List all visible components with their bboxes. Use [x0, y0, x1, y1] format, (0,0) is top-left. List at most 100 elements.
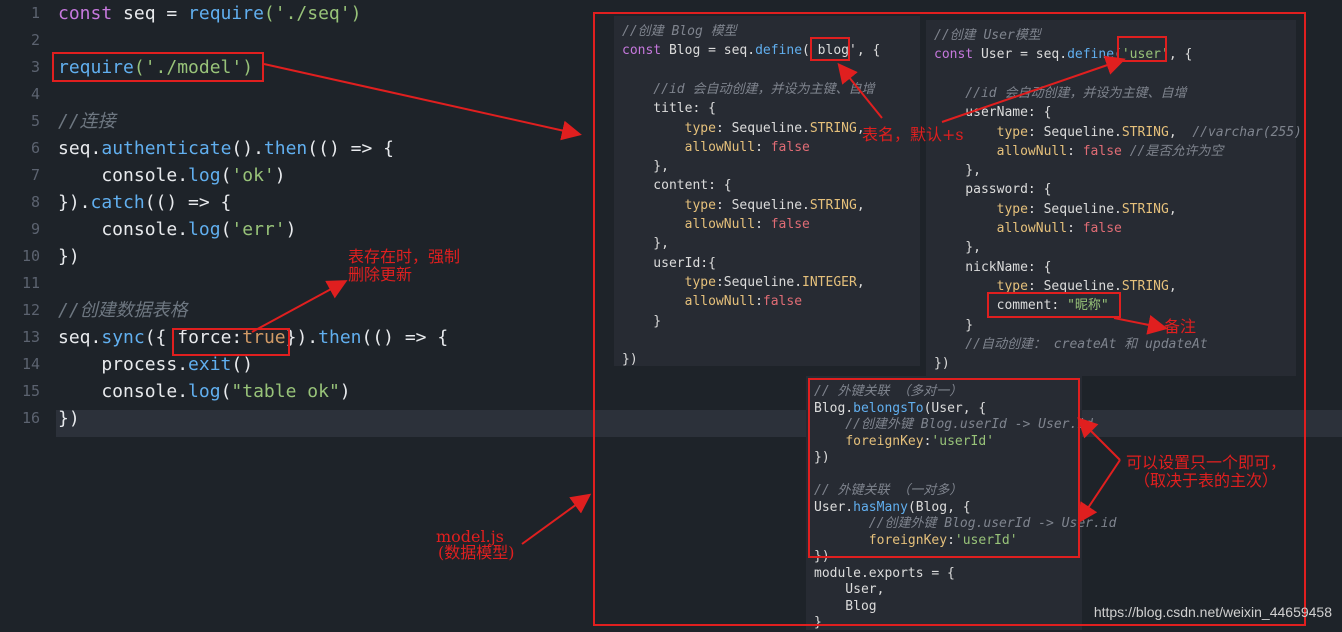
function-name: require	[58, 57, 134, 78]
blog-model-code-panel[interactable]: //创建 Blog 模型 const Blog = seq.define( blo…	[614, 16, 920, 368]
line-number: 3	[30, 58, 40, 76]
association-code-panel[interactable]: // 外键关联 （多对一）Blog.belongsTo(User, { //创建…	[806, 376, 1116, 630]
panel-code-line[interactable]: type: Sequeline.STRING, //varchar(255)	[996, 124, 1302, 140]
code-line-14[interactable]: process.exit()	[58, 351, 253, 378]
panel-code-line[interactable]: allowNull: false	[684, 139, 810, 155]
code-text: seq.	[58, 138, 102, 159]
panel-code-line[interactable]: }	[622, 313, 662, 329]
panel-code-line[interactable]: //创建外键 Blog.userId -> User.id	[814, 516, 1117, 531]
code-line-9[interactable]: console.log('err')	[58, 216, 296, 243]
panel-code-line[interactable]: Blog	[814, 598, 877, 614]
code-text: seq.	[58, 327, 102, 348]
code-text: ()	[231, 354, 254, 375]
model-js-annotation-line-2: (数据模型)	[438, 543, 515, 562]
line-number: 10	[21, 247, 40, 265]
panel-code-line[interactable]: //创建 User模型	[934, 28, 1041, 43]
code-text: )	[285, 219, 297, 240]
panel-code-line[interactable]: comment: "昵称"	[934, 298, 1109, 314]
panel-code-line[interactable]: },	[934, 240, 981, 256]
code-text: (() => {	[144, 192, 232, 213]
code-line-16[interactable]: })	[58, 408, 80, 429]
code-text: process.	[58, 354, 189, 375]
panel-code-line[interactable]: })	[814, 450, 830, 465]
panel-code-line[interactable]: const Blog = seq.define( blog', {	[622, 43, 881, 59]
panel-code-line[interactable]: type: Sequeline.STRING,	[996, 201, 1177, 217]
code-line-13[interactable]: seq.sync({ force:true}).then(() => {	[58, 324, 448, 351]
panel-code-line[interactable]: //id 会自动创建，并设为主键、自增	[622, 81, 875, 97]
blog-table-name-highlight-box	[810, 37, 850, 61]
panel-code-line[interactable]: Blog.belongsTo(User, {	[814, 400, 987, 416]
code-text: (	[220, 219, 232, 240]
panel-code-line[interactable]: User,	[814, 582, 885, 597]
code-line-7[interactable]: console.log('ok')	[58, 162, 285, 189]
code-text: console.	[58, 219, 189, 240]
property-key: force	[177, 327, 232, 348]
string-literal: "table ok"	[231, 381, 340, 402]
panel-code-line[interactable]: title: {	[622, 101, 716, 117]
code-text: }).	[58, 192, 91, 213]
panel-code-line[interactable]: const User = seq.define('user', {	[934, 47, 1193, 63]
require-model-highlight-box	[52, 52, 264, 82]
table-name-annotation: 表名，默认+s	[862, 125, 964, 144]
panel-code-line[interactable]: password: {	[934, 182, 1052, 198]
panel-code-line[interactable]: allowNull: false	[996, 221, 1122, 236]
code-line-1[interactable]: const seq = require('./seq')	[58, 0, 361, 27]
panel-code-line[interactable]: type:Sequeline.INTEGER,	[684, 274, 865, 290]
comment-highlight-box	[987, 292, 1121, 318]
panel-code-line[interactable]: }	[934, 317, 974, 333]
function-name: log	[188, 165, 221, 186]
panel-code-line[interactable]: userId:{	[622, 255, 716, 271]
line-number: 16	[21, 409, 40, 427]
code-line-15[interactable]: console.log("table ok")	[58, 378, 350, 405]
panel-code-line[interactable]: content: {	[622, 178, 732, 194]
function-name: then	[263, 138, 308, 159]
panel-code-line[interactable]: allowNull:false	[684, 294, 803, 310]
panel-code-line[interactable]: //自动创建： createAt 和 updateAt	[934, 336, 1208, 352]
panel-code-line[interactable]: // 外键关联 （一对多）	[814, 483, 963, 498]
panel-code-line[interactable]: type: Sequeline.STRING,	[996, 278, 1177, 294]
line-number: 1	[30, 4, 40, 22]
line-number: 2	[30, 31, 40, 49]
panel-code-line[interactable]: })	[622, 352, 638, 368]
line-number: 12	[21, 301, 40, 319]
code-line-8[interactable]: }).catch(() => {	[58, 189, 231, 216]
panel-code-line[interactable]: allowNull: false //是否允许为空	[996, 143, 1224, 159]
panel-code-line[interactable]: allowNull: false	[684, 217, 810, 232]
panel-code-line[interactable]: foreignKey:'userId'	[845, 433, 995, 449]
function-name: log	[188, 219, 221, 240]
keyword: const	[58, 3, 113, 24]
function-name: sync	[101, 327, 145, 348]
panel-code-line[interactable]: },	[622, 159, 669, 175]
panel-code-line[interactable]: User.hasMany(Blog, {	[814, 499, 971, 515]
panel-code-line[interactable]: foreignKey:'userId'	[868, 532, 1018, 548]
line-number: 14	[21, 355, 40, 373]
code-line-10[interactable]: })	[58, 246, 80, 267]
force-annotation-line-2: 删除更新	[348, 265, 413, 284]
code-line-3[interactable]: require('./model')	[58, 54, 253, 81]
code-line-6[interactable]: seq.authenticate().then(() => {	[58, 135, 394, 162]
current-line-highlight	[56, 410, 1342, 437]
line-number: 6	[30, 139, 40, 157]
watermark: https://blog.csdn.net/weixin_44659458	[1093, 604, 1332, 620]
panel-code-line[interactable]: //id 会自动创建，并设为主键、自增	[934, 85, 1187, 101]
code-text: console.	[58, 165, 189, 186]
panel-code-line[interactable]: nickName: {	[934, 259, 1052, 275]
panel-code-line[interactable]: },	[934, 163, 981, 179]
function-name: require	[188, 3, 264, 24]
association-annotation-line-2: （取决于表的主次）	[1134, 471, 1279, 490]
panel-code-line[interactable]: module.exports = {	[814, 565, 955, 581]
panel-code-line[interactable]: }	[814, 615, 822, 630]
panel-code-line[interactable]: type: Sequeline.STRING,	[684, 120, 865, 136]
panel-code-line[interactable]: },	[622, 236, 669, 252]
model-js-outline-box	[593, 12, 1306, 626]
panel-code-line[interactable]: type: Sequeline.STRING,	[684, 197, 865, 213]
user-table-name-highlight-box	[1117, 36, 1167, 62]
panel-code-line[interactable]: // 外键关联 （多对一）	[814, 384, 963, 399]
function-name: authenticate	[101, 138, 232, 159]
line-number: 13	[21, 328, 40, 346]
panel-code-line[interactable]: })	[934, 356, 950, 372]
code-line-5[interactable]: //连接	[58, 111, 116, 132]
code-line-12[interactable]: //创建数据表格	[58, 300, 188, 321]
panel-code-line[interactable]: //创建 Blog 模型	[622, 24, 737, 39]
